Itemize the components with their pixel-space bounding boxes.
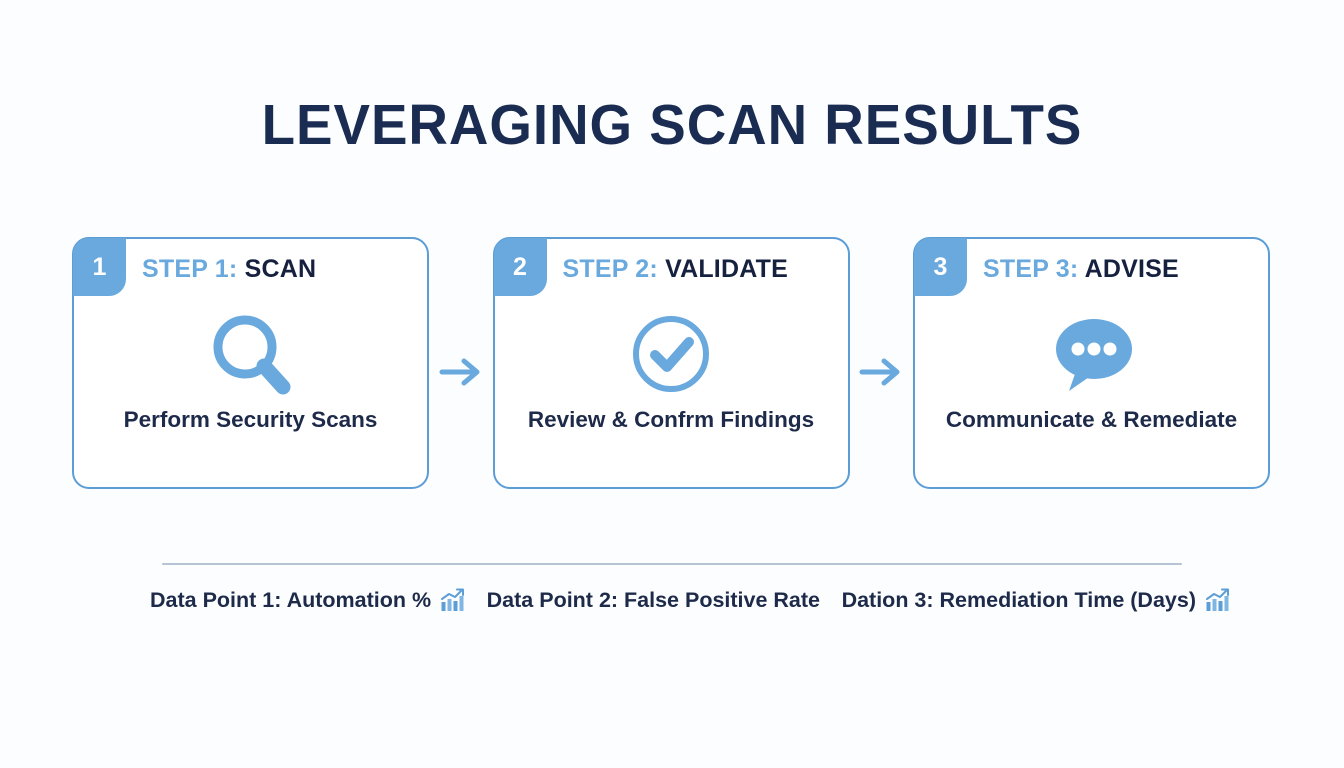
step-kicker-3: STEP 3: — [983, 255, 1079, 283]
step-header-1: STEP 1: SCAN — [142, 255, 316, 284]
datapoint-3-label: Dation 3: Remediation Time (Days) — [841, 588, 1196, 612]
step-badge-3: 3 — [914, 238, 967, 296]
step-word-2: VALIDATE — [657, 255, 788, 283]
step-badge-2: 2 — [493, 238, 547, 296]
speech-bubble-dots-icon — [915, 311, 1268, 397]
steps-row: 1 STEP 1: SCAN Perform Security Scans 2 — [72, 237, 1270, 489]
magnifier-icon — [74, 311, 427, 397]
step-word-3: ADVISE — [1078, 255, 1179, 283]
datapoint-3: Dation 3: Remediation Time (Days) — [842, 588, 1230, 613]
page-title-wrap: LEVERAGING SCAN RESULTS — [0, 93, 1344, 157]
step-kicker-2: STEP 2: — [562, 255, 658, 283]
section-divider — [162, 563, 1182, 565]
arrow-right-icon — [431, 355, 491, 389]
step-kicker-1: STEP 1: — [142, 255, 238, 283]
step-badge-1: 1 — [73, 238, 126, 296]
page-title: LEVERAGING SCAN RESULTS — [261, 93, 1083, 157]
bar-chart-growth-icon — [440, 588, 465, 613]
datapoint-1: Data Point 1: Automation % — [150, 588, 465, 613]
datapoint-1-label: Data Point 1: Automation % — [150, 588, 432, 612]
step-card-3[interactable]: 3 STEP 3: ADVISE Communicate & Remediate — [913, 237, 1270, 489]
step-card-2[interactable]: 2 STEP 2: VALIDATE Review & Confrm Findi… — [492, 237, 850, 489]
step-card-1[interactable]: 1 STEP 1: SCAN Perform Security Scans — [72, 237, 429, 489]
step-caption-1: Perform Security Scans — [123, 407, 378, 432]
arrow-right-icon — [851, 355, 911, 389]
step-word-1: SCAN — [237, 255, 317, 283]
datapoints-row: Data Point 1: Automation % Data Point 2:… — [150, 588, 1230, 613]
step-header-3: STEP 3: ADVISE — [983, 255, 1179, 284]
datapoint-2-label: Data Point 2: False Positive Rate — [486, 588, 821, 612]
step-caption-2: Review & Confrm Findings — [527, 407, 815, 432]
datapoint-2: Data Point 2: False Positive Rate — [487, 588, 820, 613]
bar-chart-growth-icon — [1205, 588, 1230, 613]
step-caption-3: Communicate & Remediate — [945, 407, 1238, 432]
step-header-2: STEP 2: VALIDATE — [563, 255, 788, 284]
check-circle-icon — [495, 311, 848, 397]
